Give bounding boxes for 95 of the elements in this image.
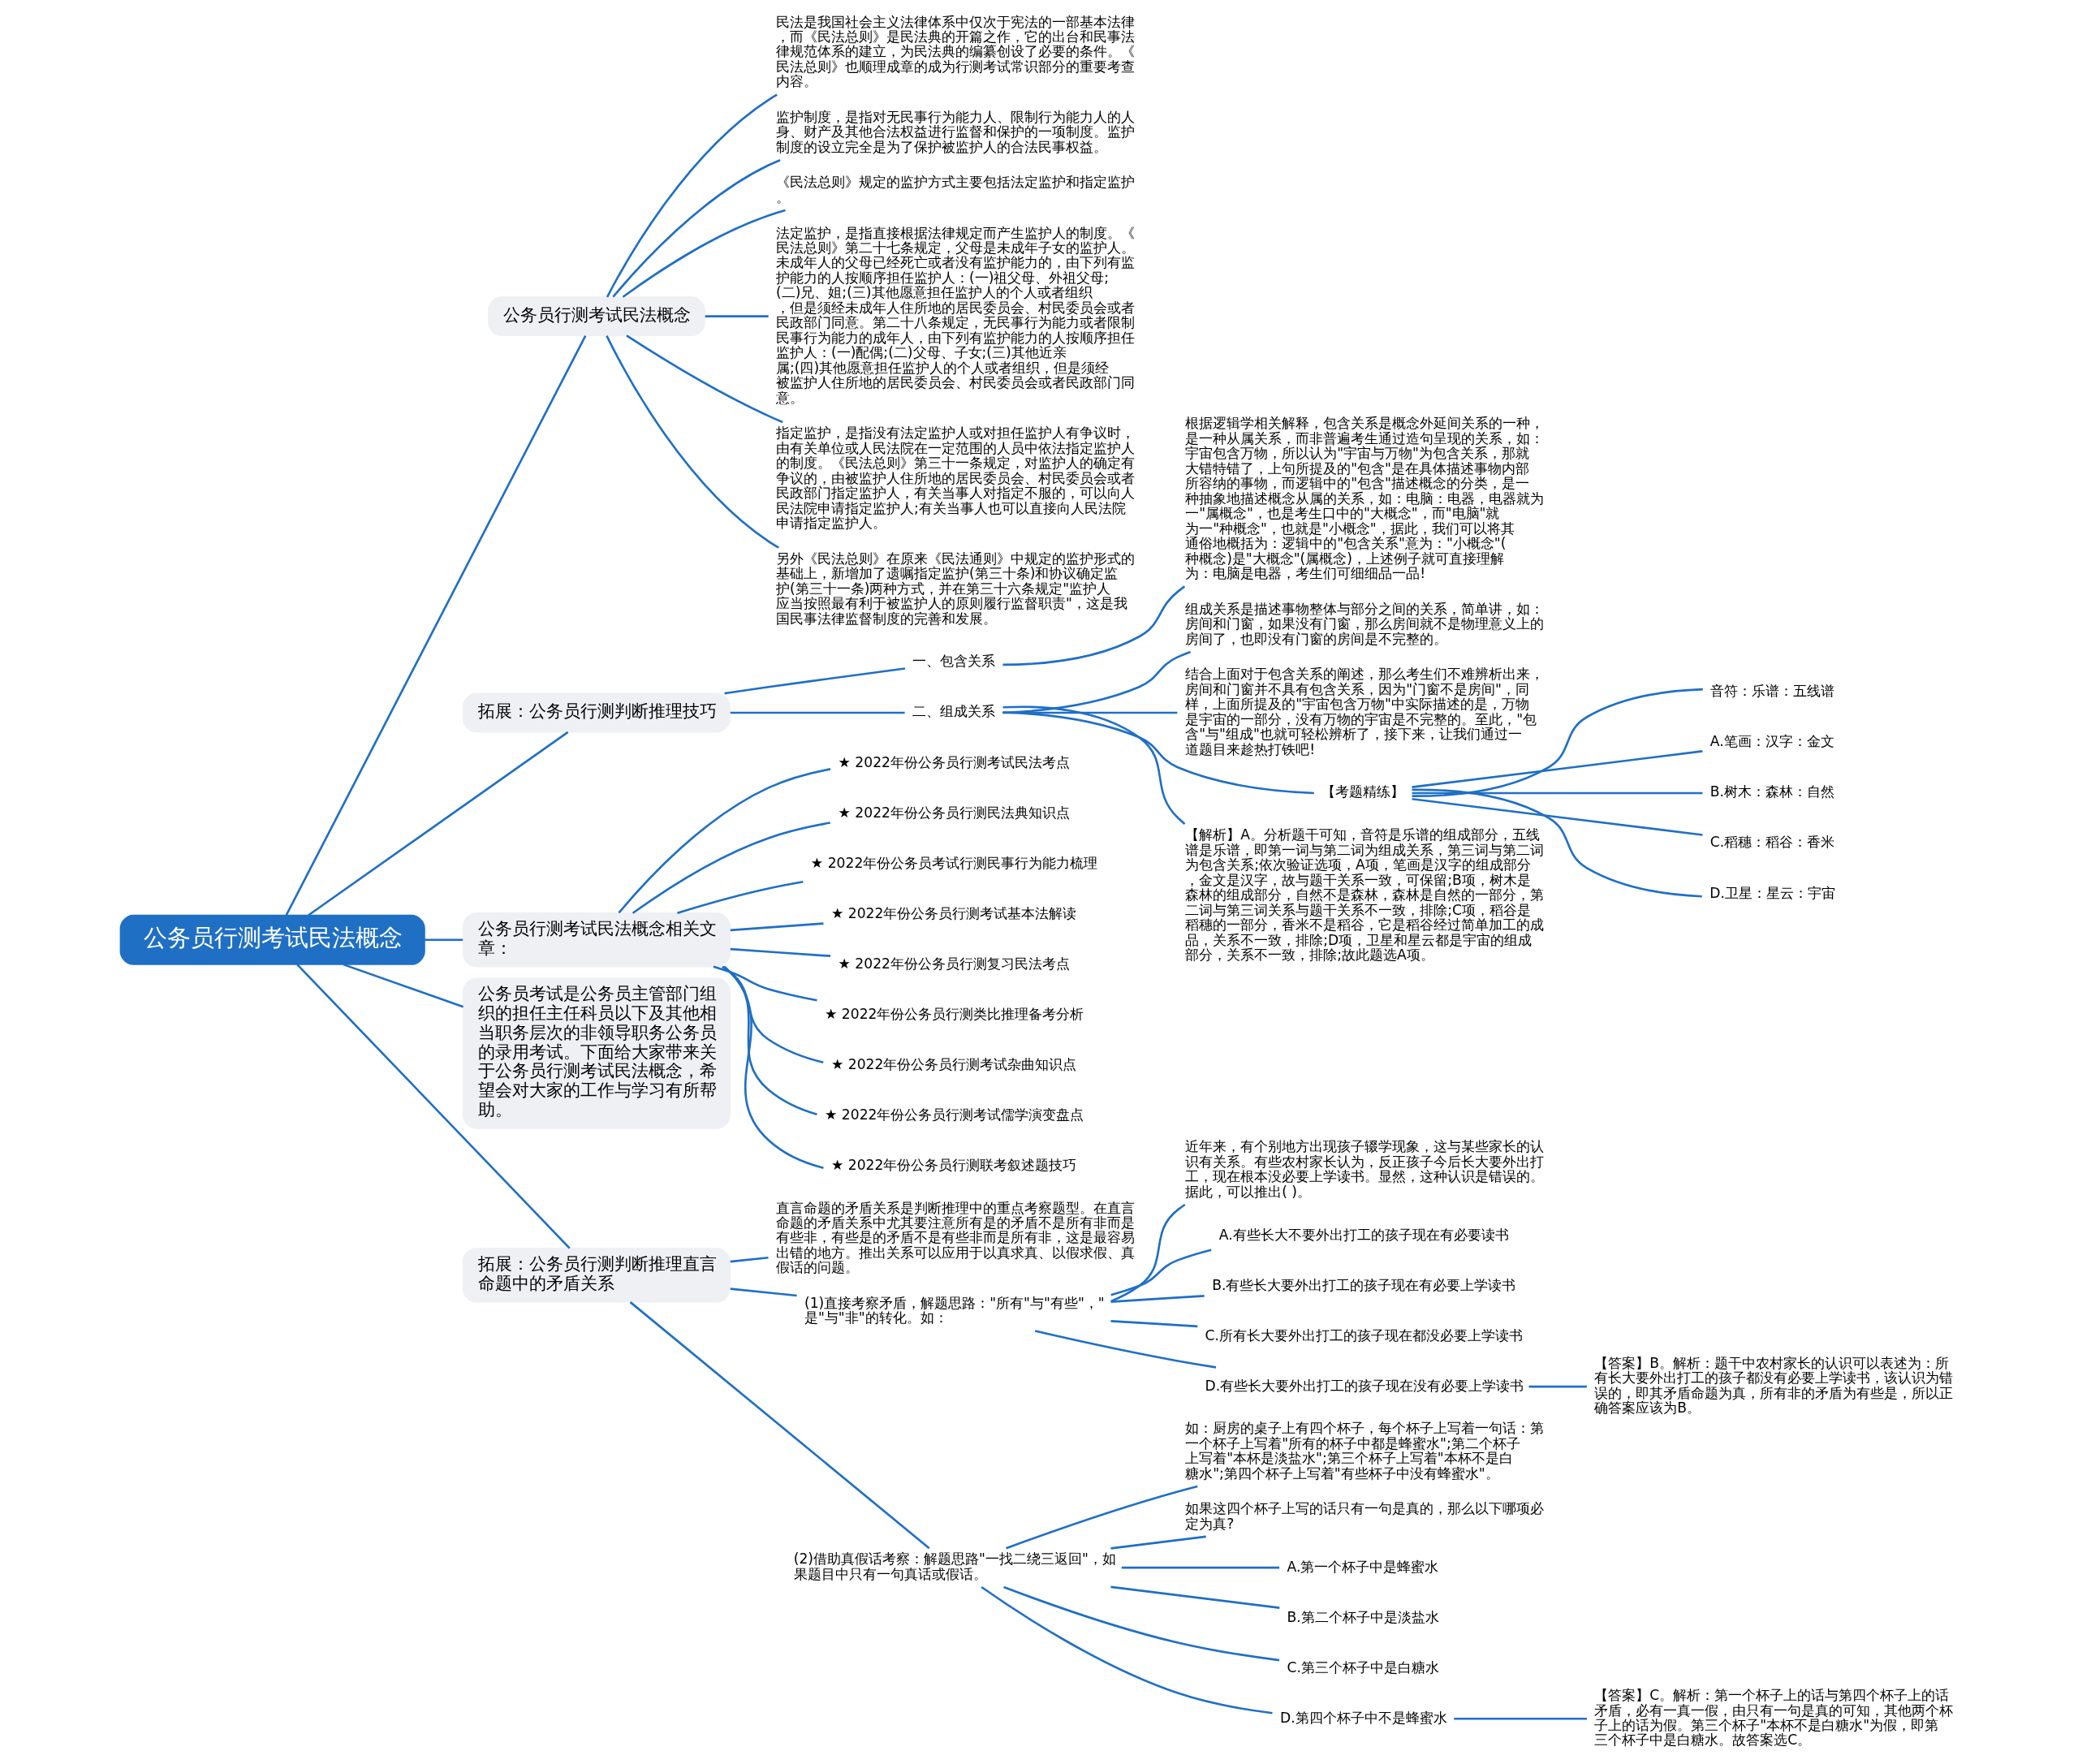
node-text: B.第二个杯子中是淡盐水 xyxy=(1287,1608,1439,1625)
node-text: 【考题精练】 xyxy=(1321,783,1405,800)
node-text: 组成关系是描述事物整体与部分之间的关系，简单讲，如：房间和门窗，如果没有门窗，那么房间就不是物理意义上的房间了，也即没有门窗的房间是不完整的。 xyxy=(1185,600,1545,647)
node-text: 法定监护，是指直接根据法律规定而产生监护人的制度。《民法总则》第二十七条规定，父母是未成年子女的监护人。未成年人的父母已经死亡或者没有监护能力的，由下列有监护能力的人按顺序担任监护人：(一)祖父母、外祖父母;(二)兄、姐;(三)其他愿意担任监护人的个人或者组织，但是须经未成年人住所地的居民委员会、村民委员会或者民政部门同意。第二十八条规定，无民事行为能力或者限制民事行为能力的成年人，由下列有监护能力的人按顺序担任监护人：(一)配偶;(二)父母、子女;(三)其他近亲属;(四)其他愿意担任监护人的个人或者组织，但是须经被监护人住所地的居民委员会、村民委员会或者民政部门同意。 xyxy=(775,224,1135,406)
connector xyxy=(713,965,817,1002)
node-text: 结合上面对于包含关系的阐述，那么考生们不难辨析出来，房间和门窗并不具有包含关系，因为"门窗不是房间"，同样，上面所提及的"宇宙包含万物"中实际描述的是，万物是宇宙的一部分，没有万物的宇宙是不完整的。至此，"包含"与"组成"也就可轻松辨析了，接下来，让我们通过一道题目来趁热打铁吧! xyxy=(1185,666,1545,757)
connector xyxy=(629,1301,930,1550)
connector xyxy=(730,711,905,714)
node-text: C.所有长大要外出打工的孩子现在都没必要上学读书 xyxy=(1205,1326,1523,1343)
connector xyxy=(1110,1295,1205,1303)
connector xyxy=(1003,1585,1280,1662)
node-text: 另外《民法总则》在原来《民法通则》中规定的监护形式的基础上，新增加了遗嘱指定监护(第三十条)和协议确定监护(第三十一条)两种方式，并在第三十六条规定"监护人应当按照最有利于被监护人的原则履行监督职责"，这是我国民事法律监督制度的完善和发展。 xyxy=(775,550,1135,627)
node-text: (2)借助真假话考察：解题思路"一找二绕三返回"，如果题目中只有一句真话或假话。 xyxy=(793,1551,1116,1582)
connector xyxy=(296,964,571,1249)
node-text: D.有些长大要外出打工的孩子现在没有必要上学读书 xyxy=(1205,1377,1524,1394)
connector xyxy=(1412,797,1703,836)
node-text: ★ 2022年份公务员行测考试民法考点 xyxy=(838,753,1070,770)
connector xyxy=(1110,1249,1212,1296)
connector xyxy=(622,209,786,298)
node-box: 公务员行测考试民法概念 xyxy=(119,914,425,965)
connector xyxy=(722,965,824,1064)
connector xyxy=(618,768,831,914)
connector xyxy=(730,1287,797,1297)
node-text: A.第一个杯子中是蜂蜜水 xyxy=(1287,1558,1439,1575)
connector xyxy=(705,315,769,317)
connector xyxy=(1006,1485,1198,1550)
node-text: 民法是我国社会主义法律体系中仅次于宪法的一部基本法律，而《民法总则》是民法典的开篇之作，它的出台和民事法律规范体系的建立，为民法典的编纂创设了必要的条件。《民法总则》也顺理成章的成为行测考试常识部分的重要考查内容。 xyxy=(775,13,1135,90)
connector xyxy=(285,334,587,916)
node-text: ★ 2022年份公务员行测复习民法考点 xyxy=(838,955,1070,972)
node-text: ★ 2022年份公务员行测考试杂曲知识点 xyxy=(830,1055,1077,1072)
node-text: ★ 2022年份公务员行测类比推理备考分析 xyxy=(825,1005,1084,1022)
connector xyxy=(724,667,906,695)
connector xyxy=(612,158,781,298)
node-text: ★ 2022年份公务员行测民法典知识点 xyxy=(838,804,1070,821)
node-text: 《民法总则》规定的监护方式主要包括法定监护和指定监护。 xyxy=(775,174,1135,205)
connector xyxy=(343,963,464,1008)
connector xyxy=(1528,1385,1587,1388)
node-text: 监护制度，是指对无民事行为能力人、限制行为能力人的人身、财产及其他合法权益进行监督和保护的一项制度。监护制度的设立完全是为了保护被监护人的合法民事权益。 xyxy=(775,108,1135,155)
connector xyxy=(722,965,817,1116)
node-box: 公务员考试是公务员主管部门组织的担任主任科员以下及其他相当职务层次的非领导职务公务员的录用考试。下面给大家带来关于公务员行测考试民法概念，希望会对大家的工作与学习有所帮助。 xyxy=(462,977,731,1129)
node-box: 公务员行测考试民法概念 xyxy=(487,296,705,337)
node-text: (1)直接考察矛盾，解题思路："所有"与"有些"，"是"与"非"的转化。如： xyxy=(804,1294,1105,1326)
connector xyxy=(308,731,569,917)
node-box: 拓展：公务员行测判断推理直言命题中的矛盾关系 xyxy=(462,1248,731,1303)
node-text: 一、包含关系 xyxy=(912,653,996,670)
node-text: 如果这四个杯子上写的话只有一句是真的，那么以下哪项必定为真? xyxy=(1185,1500,1545,1532)
node-text: 【答案】B。解析：题干中农村家长的认识可以表述为：所有长大要外出打工的孩子都没有必要上学读书，该认识为错误的，即其矛盾命题为真，所有非的矛盾为有些是，所以正确答案应该为B。 xyxy=(1594,1354,1954,1417)
connector xyxy=(730,1257,769,1263)
node-text: 根据逻辑学相关解释，包含关系是概念外延间关系的一种，是一种从属关系，而非普遍考生通过造句呈现的关系，如：宇宙包含万物，所以认为"宇宙与万物"为包含关系，那就大错特错了，上句所提及的"包含"是在具体描述事物内部所容纳的事物，而逻辑中的"包含"描述概念的分类，是一种抽象地描述概念从属的关系，如：电脑：电器，电器就为一"属概念"，也是考生口中的"大概念"，而"电脑"就为一"种概念"，也就是"小概念"，据此，我们可以将其通俗地概括为：逻辑中的"包含关系"意为："小概念"(种概念)是"大概念"(属概念)，上述例子就可直接理解为：电脑是电器，考生们可细细品一品! xyxy=(1185,415,1545,582)
connector xyxy=(1110,1585,1280,1609)
node-box: 拓展：公务员行测判断推理技巧 xyxy=(462,692,731,733)
node-text: 【答案】C。解析：第一个杯子上的话与第四个杯子上的话矛盾，必有一真一假，由只有一句是真的可知，其他两个杯子上的话为假。第三个杯子"本杯不是白糖水"为假，即第三个杯子中是白糖水。故答案选C。 xyxy=(1594,1687,1954,1749)
node-text: D.卫星：星云：宇宙 xyxy=(1709,884,1835,901)
connector xyxy=(1454,1717,1587,1720)
connector xyxy=(1110,1535,1206,1550)
node-text: C.第三个杯子中是白糖水 xyxy=(1287,1658,1439,1676)
node-text: ★ 2022年份公务员行测联考叙述题技巧 xyxy=(830,1156,1077,1173)
connector xyxy=(1412,688,1703,797)
node-text: B.有些长大要外出打工的孩子现在有必要上学读书 xyxy=(1212,1276,1516,1293)
node-text: 指定监护，是指没有法定监护人或对担任监护人有争议时，由有关单位或人民法院在一定范围的人员中依法指定监护人的制度。《民法总则》第三十一条规定，对监护人的确定有争议的，由被监护人住所地的居民委员会、村民委员会或者民政部门指定监护人，有关当事人对指定不服的，可以向人民法院申请指定监护人;有关当事人也可以直接向人民法院申请指定监护人。 xyxy=(775,425,1135,532)
node-text: 直言命题的矛盾关系是判断推理中的重点考察题型。在直言命题的矛盾关系中尤其要注意所有是的矛盾不是所有非而是有些非，有些是的矛盾不是有些非而是所有非，这是最容易出错的地方。推出关系可以应用于以真求真、以假求假、真假话的问题。 xyxy=(775,1199,1135,1276)
connector xyxy=(1034,1330,1217,1369)
node-text: A.有些长大不要外出打工的孩子现在有必要读书 xyxy=(1218,1226,1509,1243)
connector xyxy=(730,922,824,932)
connector xyxy=(1002,711,1314,795)
connector xyxy=(1121,1566,1280,1569)
node-text: C.稻穗：稻谷：香米 xyxy=(1709,834,1835,851)
connector xyxy=(425,938,463,942)
connector xyxy=(1110,1320,1198,1328)
connector xyxy=(723,965,824,1169)
connector xyxy=(626,334,783,424)
node-text: 【解析】A。分析题干可知，音符是乐谱的组成部分，五线谱是乐谱，即第一词与第二词为组成关系，第三词与第二词为包含关系;依次验证选项，A项，笔画是汉字的组成部分，金文是汉字，故与题干关系一致，可保留;B项，树木是森林的组成部分，自然不是森林，森林是自然的一部分，第二词与第三词关系与题干关系不一致，排除;C项，稻谷是稻穗的一部分，香米不是稻谷，它是稻谷经过简单加工的成品，关系不一致，排除;D项，卫星和星云都是宇宙的组成部分，关系不一致，排除;故此题选A项。 xyxy=(1185,826,1545,964)
connector xyxy=(1412,791,1703,795)
connector xyxy=(1002,705,1186,826)
connector xyxy=(632,822,830,914)
connector xyxy=(1412,788,1702,898)
node-text: A.笔画：汉字：金文 xyxy=(1709,733,1834,750)
connector xyxy=(1110,1203,1186,1303)
node-text: 音符：乐谱：五线谱 xyxy=(1710,683,1835,700)
node-text: ★ 2022年份公务员行测考试儒学演变盘点 xyxy=(825,1106,1084,1123)
connector xyxy=(730,947,831,957)
node-text: 如：厨房的桌子上有四个杯子，每个杯子上写着一句话：第一个杯子上写着"所有的杯子中都是蜂蜜水";第二个杯子上写着"本杯是淡盐水";第三个杯子上写着"本杯不是白糖水";第四个杯子上写着"有些杯子中没有蜂蜜水"。 xyxy=(1185,1420,1545,1482)
connector xyxy=(981,1585,1273,1714)
node-box: 公务员行测考试民法概念相关文章： xyxy=(462,912,731,968)
node-text: ★ 2022年份公务员行测考试基本法解读 xyxy=(830,904,1077,921)
node-text: B.树木：森林：自然 xyxy=(1709,783,1835,800)
connector xyxy=(606,93,778,298)
node-text: D.第四个杯子中不是蜂蜜水 xyxy=(1279,1709,1447,1726)
node-text: 近年来，有个别地方出现孩子辍学现象，这与某些家长的认识有关系。有些农村家长认为，反正孩子今后长大要外出打工，现在根本没必要上学读书。显然，这种认识是错误的。据此，可以推出( )。 xyxy=(1185,1138,1545,1200)
connector xyxy=(677,880,804,914)
connector xyxy=(1412,750,1703,788)
connector xyxy=(606,335,779,549)
node-text: 二、组成关系 xyxy=(912,703,996,720)
connector xyxy=(1002,585,1186,666)
node-text: ★ 2022年份公务员考试行测民事行为能力梳理 xyxy=(810,854,1098,871)
